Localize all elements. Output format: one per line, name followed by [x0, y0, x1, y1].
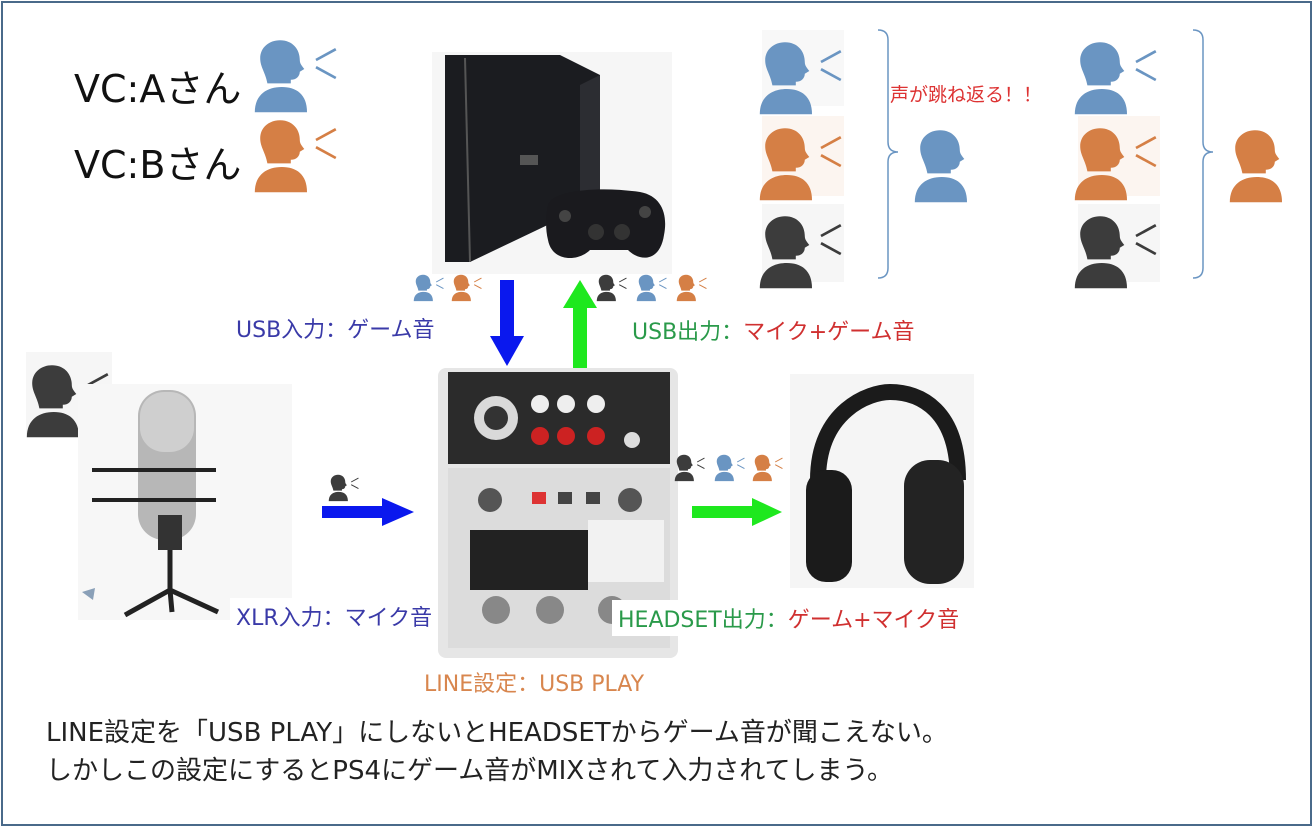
echo-label: 声が跳ね返る！！: [890, 80, 1042, 107]
game-controller-photo: [546, 189, 665, 258]
xlr-in-arrow: [322, 498, 414, 526]
vc-a-speaker-icon: [255, 40, 336, 112]
condenser-microphone-photo: [78, 384, 292, 620]
echo-group-right: [1075, 30, 1282, 288]
headset-out-arrow: [692, 498, 782, 526]
usb-in-arrow: [490, 280, 524, 366]
usb-out-label: USB出力：マイク+ゲーム音: [632, 314, 915, 346]
usb-out-audio-icons: [597, 275, 707, 301]
note-line-1: LINE設定を「USB PLAY」にしないとHEADSETからゲーム音が聞こえな…: [46, 712, 948, 749]
headset-out-label-content: ゲーム+マイク音: [788, 608, 959, 633]
vc-a-label: VC:Aさん: [74, 58, 241, 113]
headset-out-label: HEADSET出力：ゲーム+マイク音: [612, 600, 965, 636]
headset-out-audio-icons: [675, 455, 783, 481]
vc-b-speaker-icon: [255, 120, 336, 192]
vc-b-label: VC:Bさん: [74, 134, 241, 189]
xlr-in-label: XLR入力：マイク音: [230, 598, 438, 634]
headphones-photo: [790, 374, 974, 588]
xlr-in-audio-icon: [329, 475, 359, 501]
echo-group-left: [760, 30, 967, 288]
headset-out-label-prefix: HEADSET出力：: [618, 608, 788, 633]
note-line-2: しかしこの設定にするとPS4にゲーム音がMIXされて入力されてしまう。: [46, 750, 893, 787]
line-setting-label: LINE設定：USB PLAY: [424, 666, 644, 698]
usb-out-arrow: [563, 280, 597, 368]
usb-out-label-content: マイク+ゲーム音: [743, 320, 914, 345]
usb-in-audio-icons: [414, 275, 482, 301]
usb-out-label-prefix: USB出力：: [632, 320, 743, 345]
usb-in-label: USB入力：ゲーム音: [236, 312, 435, 344]
